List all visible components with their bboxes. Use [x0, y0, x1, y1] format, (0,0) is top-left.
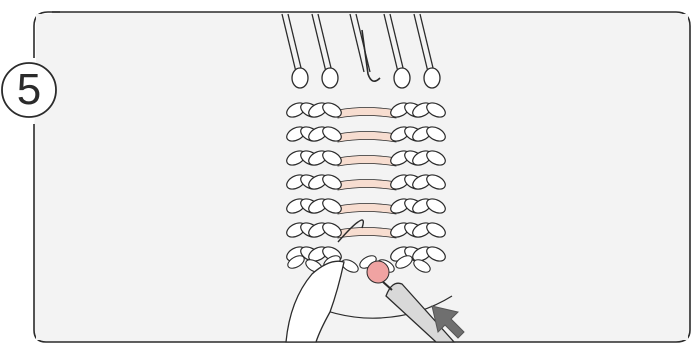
step-number-badge: [2, 63, 56, 117]
needle-loop: [322, 68, 338, 88]
marker-circle: [367, 261, 389, 283]
needle-loop: [394, 68, 410, 88]
needle-loop: [292, 68, 308, 88]
needle-loop: [424, 68, 440, 88]
